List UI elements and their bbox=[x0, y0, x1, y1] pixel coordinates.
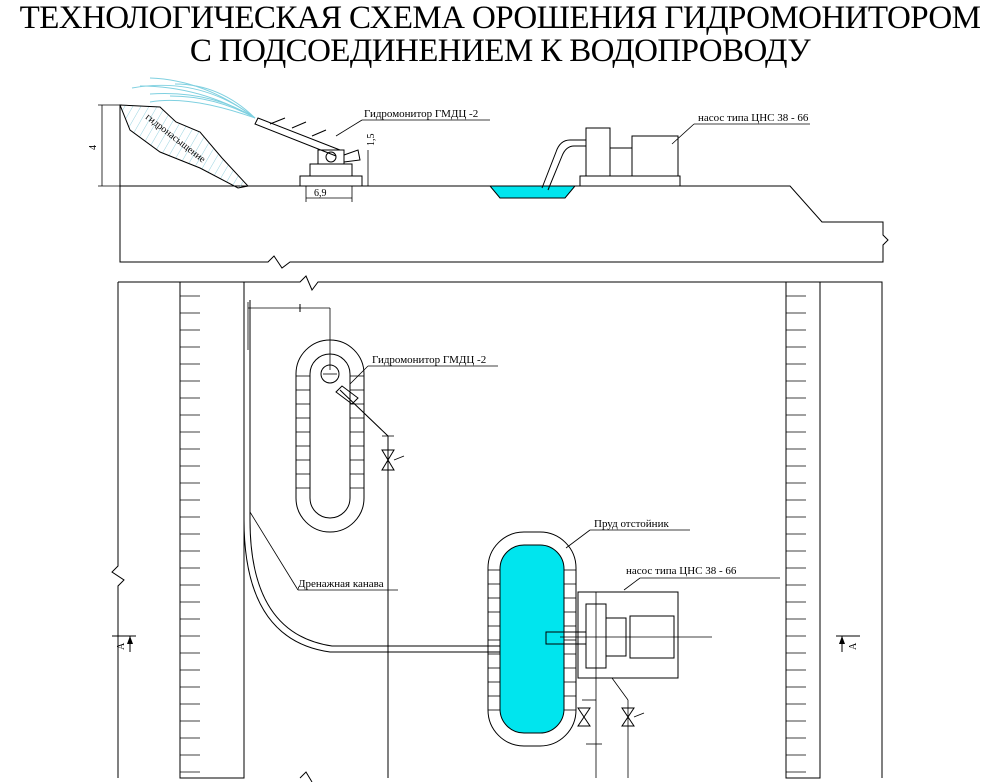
title-line-1: ТЕХНОЛОГИЧЕСКАЯ СХЕМА ОРОШЕНИЯ ГИДРОМОНИ… bbox=[19, 0, 981, 36]
hydromonitor-section bbox=[254, 117, 363, 187]
hydromonitor-track bbox=[295, 339, 365, 533]
left-strip bbox=[179, 281, 245, 779]
pump-label-section: насос типа ЦНС 38 - 66 bbox=[698, 112, 809, 124]
hydromonitor-label-section: Гидромонитор ГМДЦ -2 bbox=[364, 108, 478, 120]
pond-section bbox=[488, 185, 577, 199]
valve-upper bbox=[381, 449, 405, 471]
plan-view: Гидромонитор ГМДЦ -2 Дренажная канава Пр… bbox=[111, 275, 883, 782]
section-view: гидронасыщение 4 6,9 bbox=[88, 77, 889, 269]
drain-ditch-inner bbox=[249, 300, 500, 647]
pump-label-plan: насос типа ЦНС 38 - 66 bbox=[626, 565, 737, 577]
plan-boundary bbox=[111, 275, 883, 782]
small-dim-label: 1,5 bbox=[366, 134, 377, 147]
valve-pond-left bbox=[577, 707, 591, 727]
slope-mound bbox=[119, 104, 249, 189]
settling-pond bbox=[487, 531, 577, 747]
width-dim-label: 6,9 bbox=[314, 188, 327, 199]
pump-plan bbox=[545, 591, 712, 778]
title-line-2: С ПОДСОЕДИНЕНИЕМ К ВОДОПРОВОДУ bbox=[189, 33, 811, 69]
water-jet bbox=[131, 77, 256, 119]
pump-plan-leader bbox=[623, 577, 641, 591]
pond-label: Пруд отстойник bbox=[594, 518, 669, 530]
section-mark-right: А bbox=[836, 635, 860, 652]
section-mark-right-label: А bbox=[848, 642, 859, 650]
section-mark-left: А bbox=[112, 635, 136, 652]
drain-ditch-outer bbox=[243, 300, 500, 653]
ditch-leader bbox=[249, 511, 299, 591]
right-strip bbox=[785, 281, 821, 779]
hydromonitor-leader bbox=[335, 119, 363, 137]
hydromonitor-plan-icon bbox=[320, 364, 340, 384]
diagram-title: ТЕХНОЛОГИЧЕСКАЯ СХЕМА ОРОШЕНИЯ ГИДРОМОНИ… bbox=[0, 2, 1000, 68]
pond-leader bbox=[565, 529, 591, 549]
height-dim-label: 4 bbox=[88, 145, 99, 150]
hydromonitor-plan-leader bbox=[349, 365, 369, 385]
pump-leader bbox=[671, 123, 695, 145]
section-mark-left-label: А bbox=[116, 642, 127, 650]
ditch-label: Дренажная канава bbox=[298, 578, 384, 590]
hydromonitor-label-plan: Гидромонитор ГМДЦ -2 bbox=[372, 354, 486, 366]
valve-pond-right bbox=[621, 707, 645, 727]
pump-section bbox=[541, 127, 681, 191]
